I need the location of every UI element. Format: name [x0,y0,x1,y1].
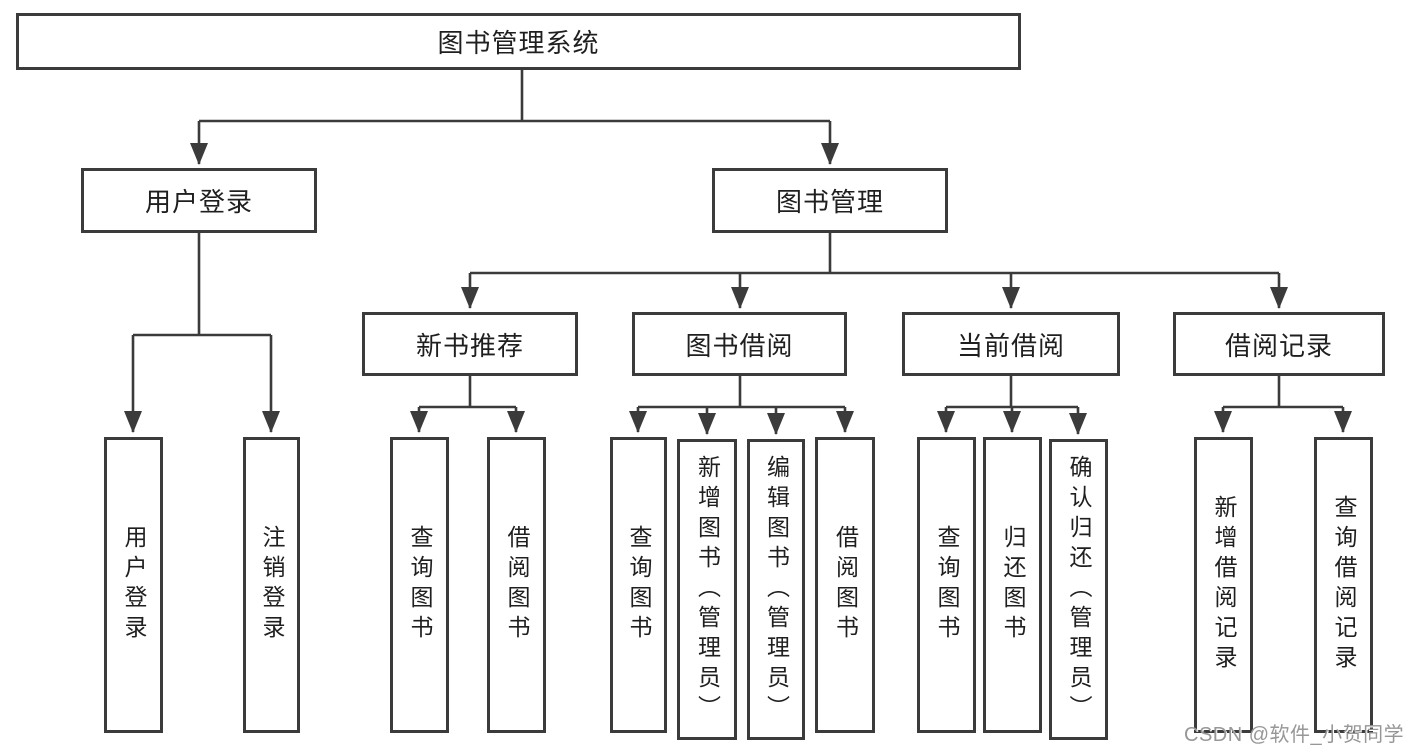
leaf-query-book-current: 查询图书 [917,437,976,733]
leaf-borrow-book: 借阅图书 [815,437,875,733]
trunk-lines [133,70,1343,409]
leaf-query-borrow-record: 查询借阅记录 [1314,437,1373,733]
leaf-edit-book-admin: 编辑图书（管理员） [747,439,805,740]
leaf-user-login: 用户登录 [104,437,163,733]
leaf-add-book-admin: 新增图书（管理员） [677,439,737,740]
node-book-management: 图书管理 [712,168,948,233]
node-user-login: 用户登录 [81,168,317,233]
csdn-watermark: CSDN @软件_小贺同学 [1184,724,1405,746]
leaf-confirm-return-admin: 确认归还（管理员） [1049,439,1108,740]
node-library-management-system: 图书管理系统 [16,13,1021,70]
leaf-query-book-recommend: 查询图书 [390,437,449,733]
leaf-add-borrow-record: 新增借阅记录 [1194,437,1253,733]
node-borrow-records: 借阅记录 [1173,312,1385,376]
node-new-book-recommend: 新书推荐 [362,312,578,376]
leaf-return-book: 归还图书 [983,437,1042,733]
leaf-logout: 注销登录 [243,437,300,733]
leaf-borrow-book-recommend: 借阅图书 [487,437,546,733]
node-book-borrow: 图书借阅 [632,312,847,376]
arrow-lines [124,121,1352,435]
leaf-query-book-borrow: 查询图书 [610,437,667,733]
node-current-borrow: 当前借阅 [902,312,1120,376]
